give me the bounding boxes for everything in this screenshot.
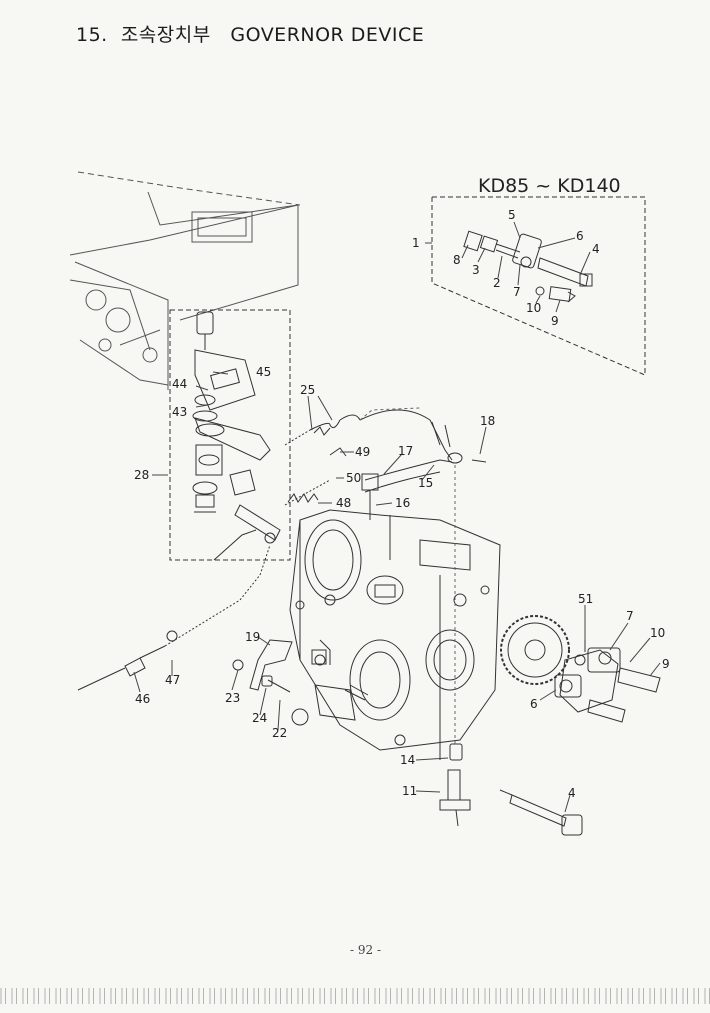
callout-7b: 7 (626, 609, 634, 623)
callout-16: 16 (395, 496, 410, 510)
callout-9b: 9 (662, 657, 670, 671)
callout-46: 46 (135, 692, 150, 706)
timing-gear (500, 615, 570, 685)
callout-24: 24 (252, 711, 267, 725)
callout-leaders (133, 221, 661, 813)
control-lever-19 (232, 639, 293, 693)
callout-25: 25 (300, 383, 315, 397)
long-bolt (499, 789, 583, 836)
callout-19: 19 (245, 630, 260, 644)
callout-1: 1 (412, 236, 420, 250)
callout-51: 51 (578, 592, 593, 606)
callout-22: 22 (272, 726, 287, 740)
callout-28: 28 (134, 468, 149, 482)
page-title: 15. 조속장치부 GOVERNOR DEVICE (76, 20, 424, 47)
callout-18: 18 (480, 414, 495, 428)
callout-2: 2 (493, 276, 501, 290)
callout-44: 44 (172, 377, 187, 391)
gear-housing (289, 509, 501, 760)
callout-7: 7 (513, 285, 521, 299)
callout-6b: 6 (530, 697, 538, 711)
callout-14: 14 (400, 753, 415, 767)
callout-10b: 10 (650, 626, 665, 640)
callout-49: 49 (355, 445, 370, 459)
callout-3: 3 (472, 263, 480, 277)
callout-4b: 4 (568, 786, 576, 800)
model-inset-box (431, 196, 646, 376)
callout-43: 43 (172, 405, 187, 419)
callout-15: 15 (418, 476, 433, 490)
model-range-label: KD85 ~ KD140 (478, 175, 621, 197)
engine-block-outline (69, 171, 301, 390)
scan-edge-artifact (0, 988, 710, 1004)
title-korean: 조속장치부 (120, 24, 211, 46)
callout-6: 6 (576, 229, 584, 243)
dashed-leaders (359, 407, 456, 745)
governor-bracket-assembly (169, 309, 291, 561)
lever-weight-assembly (554, 638, 661, 723)
callout-47: 47 (165, 673, 180, 687)
callout-48: 48 (336, 496, 351, 510)
title-english: GOVERNOR DEVICE (230, 24, 425, 46)
callout-17: 17 (398, 444, 413, 458)
callout-5: 5 (508, 208, 516, 222)
section-number: 15. (76, 24, 108, 46)
callout-4: 4 (592, 242, 600, 256)
callout-10: 10 (526, 301, 541, 315)
page-number: - 92 - (350, 943, 382, 957)
throttle-rod (77, 544, 271, 691)
callout-9: 9 (551, 314, 559, 328)
governor-shaft (439, 743, 471, 827)
callout-8: 8 (453, 253, 461, 267)
callout-23: 23 (225, 691, 240, 705)
springs-and-control-arm (284, 409, 487, 520)
callout-45: 45 (256, 365, 271, 379)
callout-50: 50 (346, 471, 361, 485)
callout-11: 11 (402, 784, 417, 798)
